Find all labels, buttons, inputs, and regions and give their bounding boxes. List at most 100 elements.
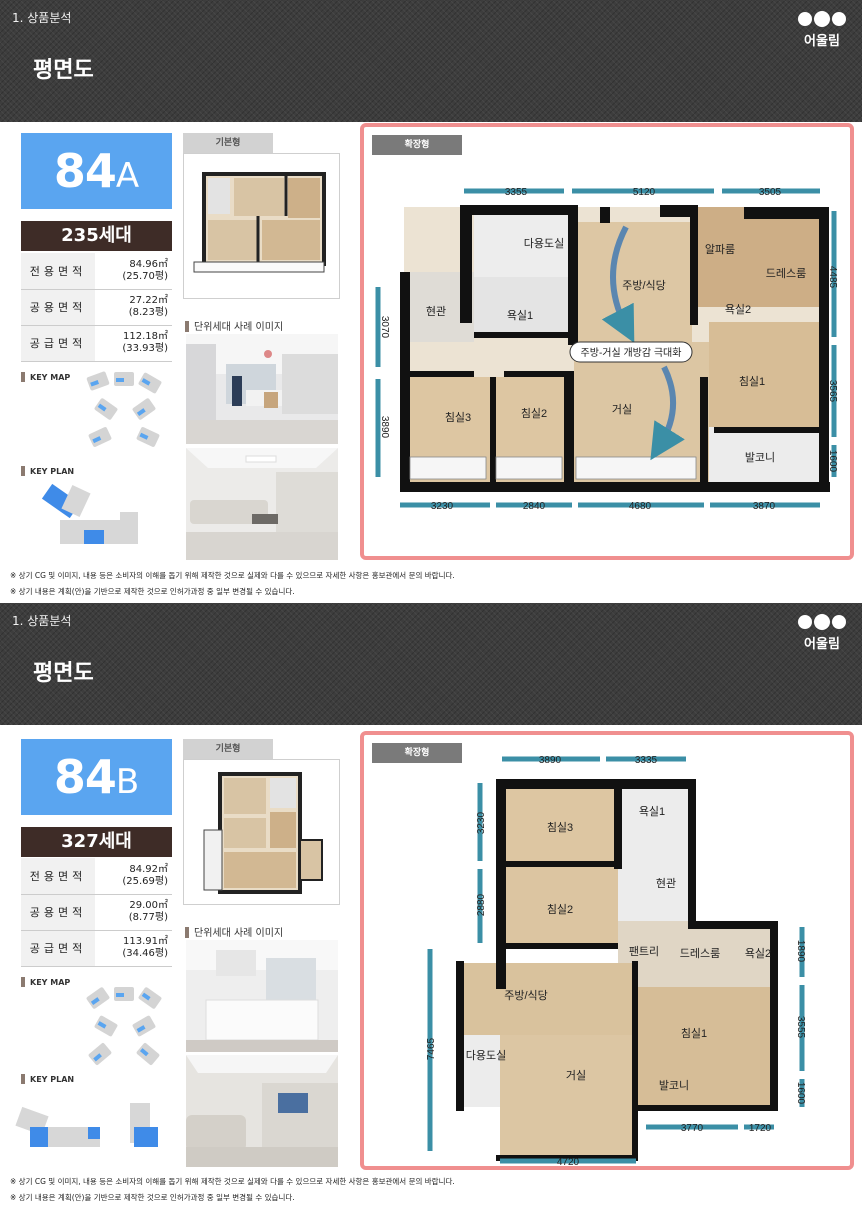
breadcrumb: 1. 상품분석 (12, 11, 72, 25)
logo-dots-icon (798, 614, 846, 630)
area-pyeong: (25.70평) (122, 270, 168, 282)
dim-right-2: 3555 (795, 1016, 806, 1039)
footnote-1: ※ 상기 CG 및 이미지, 내용 등은 소비자의 이해를 돕기 위해 제작한 … (10, 571, 455, 580)
dim-bottom-2: 2840 (523, 501, 546, 512)
room-label: 발코니 (745, 451, 775, 464)
room-label: 침실2 (547, 903, 573, 916)
room-label: 침실2 (521, 407, 547, 420)
keymap-label: KEY MAP (21, 977, 70, 987)
logo-text: 어울림 (804, 34, 840, 49)
interior-photo-kitchen (186, 334, 338, 444)
keyplan-diagram (15, 1097, 158, 1167)
basic-type-tag: 기본형 (183, 739, 273, 759)
room-label: 욕실2 (745, 947, 771, 960)
page-title: 평면도 (33, 58, 94, 83)
area-table: 전용면적 84.96㎡(25.70평) 공용면적 27.22㎡(8.23평) 공… (21, 253, 172, 362)
area-value: 27.22㎡ (129, 295, 168, 306)
area-label: 공용면적 (21, 289, 95, 326)
room-label: 현관 (426, 305, 446, 318)
keymap-label: KEY MAP (21, 372, 70, 382)
room-label: 팬트리 (629, 945, 659, 958)
keymap-diagram (84, 371, 164, 452)
brand-logo: 어울림 (798, 11, 846, 49)
expanded-floorplan: 3355 5120 3505 3230 2840 4680 3870 3070 … (375, 187, 838, 512)
area-value: 84.96㎡ (129, 258, 168, 270)
area-pyeong: (34.46평) (122, 948, 168, 959)
expanded-floorplan-frame: 확장형 (360, 123, 854, 560)
interior-photo-kitchen (186, 940, 338, 1052)
room-label: 침실3 (547, 821, 573, 834)
dim-bottom-4: 3870 (753, 501, 776, 512)
keyplan-label: KEY PLAN (21, 466, 74, 476)
area-value: 112.18㎡ (123, 331, 168, 342)
interior-photo-living (186, 448, 338, 560)
table-row: 전용면적 84.92㎡(25.69평) (21, 858, 172, 895)
logo-dots-icon (798, 11, 846, 27)
dim-top-2: 3335 (635, 755, 658, 766)
keyplan-label: KEY PLAN (21, 1074, 74, 1084)
flow-arrow-icon (601, 225, 635, 343)
area-pyeong: (33.93평) (122, 343, 168, 354)
area-label: 공급면적 (21, 325, 95, 362)
dim-left-1: 3070 (379, 316, 390, 339)
dim-right-3: 1600 (827, 450, 838, 473)
dim-left-2: 2880 (476, 893, 487, 916)
interior-photo-living (186, 1055, 338, 1167)
brand-logo: 어울림 (798, 614, 846, 652)
panel-84a: 1. 상품분석 평면도 어울림 84A 235세대 전용면적 84.96㎡(25… (0, 0, 862, 603)
room-label: 침실1 (681, 1027, 707, 1040)
page-header: 1. 상품분석 평면도 어울림 (0, 603, 862, 725)
expanded-type-tag: 확장형 (372, 743, 462, 763)
basic-floorplan-image (193, 172, 326, 273)
table-row: 공급면적 113.91㎡(34.46평) (21, 930, 172, 967)
room-label: 침실1 (739, 375, 765, 388)
basic-type-tag: 기본형 (183, 133, 273, 153)
table-row: 전용면적 84.96㎡(25.70평) (21, 253, 172, 290)
room-label: 침실3 (445, 411, 471, 424)
room-label: 알파룸 (705, 242, 735, 256)
logo-text: 어울림 (804, 637, 840, 652)
dim-bottom-inner-1: 3770 (681, 1123, 704, 1134)
unit-type-number: 84 (53, 750, 117, 804)
dim-top-1: 3355 (505, 187, 528, 198)
page-header: 1. 상품분석 평면도 어울림 (0, 0, 862, 122)
flow-arrow-icon (650, 365, 685, 461)
keymap-diagram (84, 986, 164, 1067)
room-label: 드레스룸 (766, 267, 806, 280)
dim-bottom-1: 3230 (431, 501, 454, 512)
keyplan-diagram (30, 483, 170, 554)
room-label: 현관 (656, 877, 676, 890)
dim-top-1: 3890 (539, 755, 562, 766)
unit-type-letter: A (115, 156, 140, 196)
unit-type-number: 84 (53, 144, 117, 198)
area-label: 공급면적 (21, 930, 95, 967)
dim-left-1: 3230 (476, 811, 487, 834)
panel-84b: 1. 상품분석 평면도 어울림 84B 327세대 전용면적 84.92㎡(25… (0, 603, 862, 1206)
dim-left-3: 7465 (426, 1037, 437, 1060)
expanded-floorplan-frame: 확장형 (360, 731, 854, 1170)
area-label: 전용면적 (21, 253, 95, 290)
area-value: 29.00㎡ (129, 900, 168, 911)
dim-bottom-1: 4720 (557, 1157, 580, 1166)
page-title: 평면도 (33, 661, 94, 686)
basic-floorplan (183, 153, 340, 299)
dim-left-2: 3890 (379, 416, 390, 439)
room-label: 다용도실 (524, 237, 564, 250)
household-count: 327세대 (21, 827, 172, 857)
area-pyeong: (25.69평) (122, 875, 168, 887)
expanded-type-tag: 확장형 (372, 135, 462, 155)
dim-bottom-inner-2: 1720 (749, 1123, 772, 1134)
basic-floorplan (183, 759, 340, 905)
basic-floorplan-image (203, 772, 323, 894)
area-value: 84.92㎡ (129, 863, 168, 875)
area-label: 전용면적 (21, 858, 95, 895)
breadcrumb: 1. 상품분석 (12, 614, 72, 628)
room-label: 주방/식당 (622, 279, 666, 292)
footnote-2: ※ 상기 내용은 계획(안)을 기반으로 제작한 것으로 인허가과정 중 일부 … (10, 587, 295, 596)
table-row: 공용면적 27.22㎡(8.23평) (21, 289, 172, 326)
room-label: 욕실1 (507, 309, 533, 322)
dim-right-3: 1600 (795, 1082, 806, 1105)
table-row: 공급면적 112.18㎡(33.93평) (21, 325, 172, 362)
dim-right-1: 1890 (795, 940, 806, 963)
room-label: 거실 (566, 1069, 586, 1082)
